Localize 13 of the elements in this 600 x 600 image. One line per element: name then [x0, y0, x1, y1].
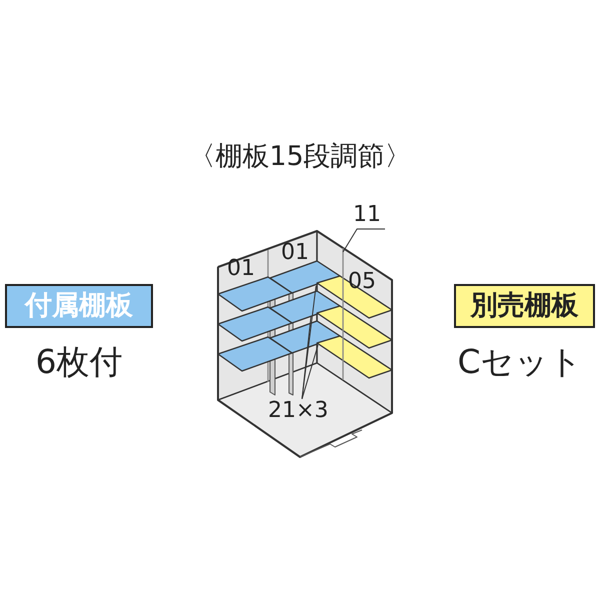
node-label: 6枚付 [34, 341, 124, 383]
title: 〈棚板15段調節〉 [187, 140, 413, 174]
shelf-number: 05 [348, 268, 376, 296]
node-label: Cセット [456, 341, 584, 383]
callout-number: 11 [353, 201, 381, 229]
badge: 付属棚板 [5, 284, 153, 328]
leader-line [302, 316, 312, 400]
shelf-number: 01 [281, 239, 309, 267]
callout-number: 21×3 [268, 397, 328, 425]
badge: 別売棚板 [454, 284, 595, 328]
leader-line [302, 344, 318, 400]
leader-line [342, 228, 386, 252]
shelf-number: 01 [227, 255, 255, 283]
